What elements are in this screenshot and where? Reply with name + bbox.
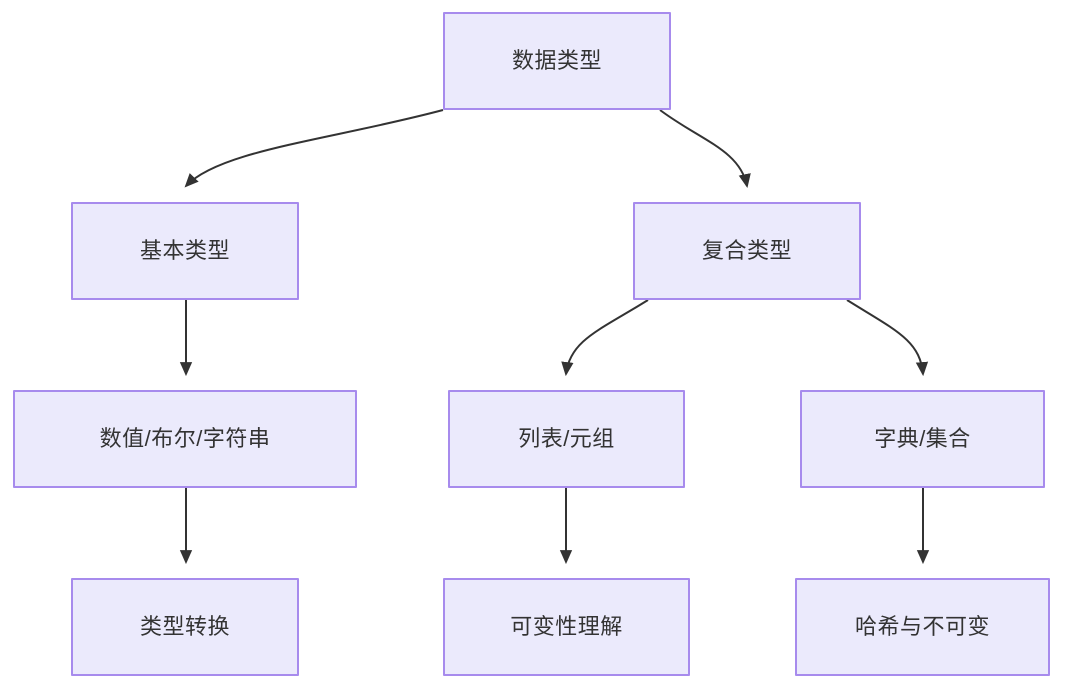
- node-basic[interactable]: 基本类型: [71, 202, 299, 300]
- edge-root-to-basic: [184, 109, 444, 188]
- node-scalars[interactable]: 数值/布尔/字符串: [13, 390, 357, 488]
- node-label-mappings: 字典/集合: [874, 426, 971, 452]
- node-label-scalars: 数值/布尔/字符串: [99, 426, 271, 452]
- node-mappings[interactable]: 字典/集合: [800, 390, 1045, 488]
- edge-root-to-composite: [659, 109, 751, 189]
- node-label-hashable: 哈希与不可变: [854, 614, 990, 640]
- node-label-composite: 复合类型: [701, 238, 792, 264]
- node-label-sequences: 列表/元组: [518, 426, 615, 452]
- edge-composite-to-mappings: [846, 299, 929, 377]
- node-convert[interactable]: 类型转换: [71, 578, 299, 676]
- node-label-convert: 类型转换: [139, 614, 230, 640]
- node-label-basic: 基本类型: [139, 238, 230, 264]
- node-label-mutable: 可变性理解: [510, 614, 623, 640]
- node-label-root: 数据类型: [511, 48, 602, 74]
- edge-composite-to-sequences: [561, 299, 649, 377]
- node-sequences[interactable]: 列表/元组: [448, 390, 685, 488]
- node-hashable[interactable]: 哈希与不可变: [795, 578, 1050, 676]
- edges-group: [179, 109, 930, 565]
- node-mutable[interactable]: 可变性理解: [443, 578, 690, 676]
- node-composite[interactable]: 复合类型: [633, 202, 861, 300]
- node-root[interactable]: 数据类型: [443, 12, 671, 110]
